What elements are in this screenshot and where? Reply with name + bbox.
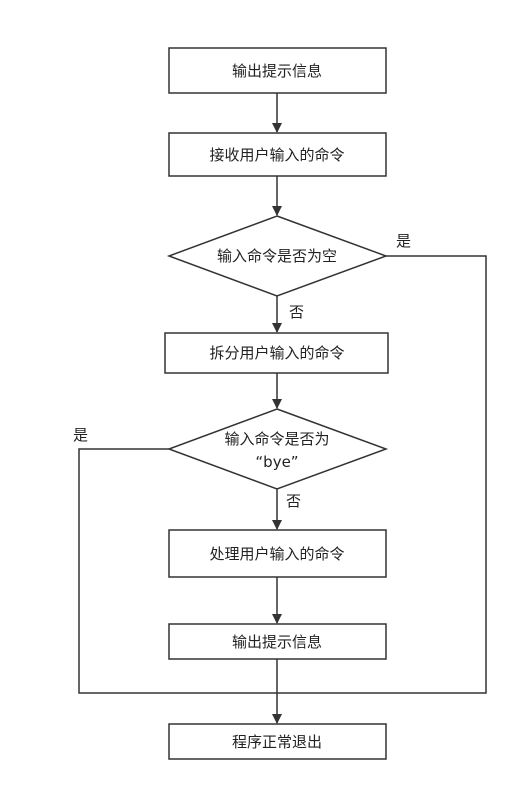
node-exit-program [168, 723, 387, 760]
node-output-prompt-1 [168, 47, 387, 94]
node-process-command-label: 处理用户输入的命令 [209, 545, 344, 563]
node-split-command [164, 332, 389, 374]
node-is-empty-label: 输入命令是否为空 [217, 247, 337, 265]
edge-isbye-yes-loop [78, 448, 277, 694]
edge-label-empty-yes: 是 [396, 232, 411, 250]
node-receive-command [168, 132, 387, 177]
node-exit-program-label: 程序正常退出 [232, 733, 322, 751]
node-process-command [168, 529, 387, 578]
node-output-prompt-2-label: 输出提示信息 [232, 633, 322, 651]
edge-label-bye-yes: 是 [73, 426, 88, 444]
node-receive-command-label: 接收用户输入的命令 [209, 146, 344, 164]
node-output-prompt-1-label: 输出提示信息 [232, 62, 322, 80]
node-is-bye-label-line2: “bye” [255, 453, 298, 471]
node-is-bye-decision [166, 408, 389, 490]
node-is-bye-label-line1: 输入命令是否为 [224, 430, 329, 448]
edge-isempty-yes-loop [277, 255, 487, 694]
edge-label-empty-no: 否 [289, 303, 304, 321]
node-split-command-label: 拆分用户输入的命令 [209, 344, 344, 362]
node-output-prompt-2 [168, 623, 387, 660]
edge-label-bye-no: 否 [286, 492, 301, 510]
